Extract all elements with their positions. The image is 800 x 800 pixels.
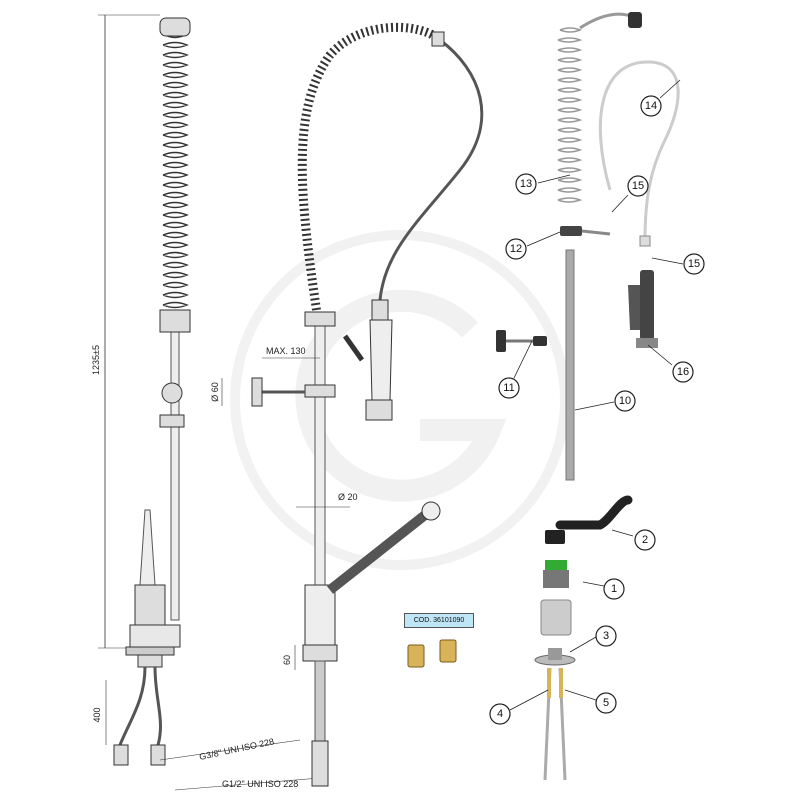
callout-3: 3: [595, 625, 617, 647]
hose-length-dimension: 400: [92, 707, 102, 722]
svg-text:10: 10: [619, 395, 631, 407]
callout-13: 13: [515, 173, 537, 195]
callout-leaders: [509, 79, 684, 711]
callout-16: 16: [672, 361, 694, 383]
svg-text:16: 16: [677, 366, 689, 378]
thread-leaders: [159, 739, 321, 791]
svg-text:2: 2: [642, 534, 648, 546]
front-view-faucet: [221, 22, 484, 787]
svg-text:5: 5: [603, 697, 609, 709]
brass-nipples: [407, 639, 457, 668]
bracket-diameter-dimension: Ø 60: [210, 382, 220, 402]
callout-5: 5: [595, 692, 617, 714]
watermark-logo: [230, 230, 570, 570]
svg-text:12: 12: [510, 243, 522, 255]
svg-text:4: 4: [497, 708, 503, 720]
callout-14: 14: [640, 95, 662, 117]
svg-text:15: 15: [632, 180, 644, 192]
svg-text:14: 14: [645, 100, 657, 112]
svg-text:13: 13: [520, 178, 532, 190]
thread-g38-label: G3/8" UNI ISO 228: [198, 736, 275, 762]
svg-text:15: 15: [688, 258, 700, 270]
pillar-diameter-dimension: Ø 20: [338, 492, 358, 502]
callout-4: 4: [489, 703, 511, 725]
callout-2: 2: [634, 529, 656, 551]
callout-10: 10: [614, 390, 636, 412]
side-view-faucet: [98, 14, 191, 766]
svg-text:1: 1: [611, 583, 617, 595]
callout-15a: 15: [627, 175, 649, 197]
max-reach-dimension: MAX. 130: [266, 346, 306, 356]
height-dimension: 1235±5: [91, 345, 101, 375]
thread-g12-label: G1/2" UNI ISO 228: [222, 779, 298, 789]
svg-text:11: 11: [503, 382, 514, 394]
base-height-dimension: 60: [282, 655, 292, 665]
exploded-parts: [496, 12, 680, 781]
callout-11: 11: [498, 377, 520, 399]
callout-1: 1: [603, 578, 625, 600]
svg-text:3: 3: [603, 630, 609, 642]
callout-12: 12: [505, 238, 527, 260]
callout-15b: 15: [683, 253, 705, 275]
code-label: COD. 36101090: [404, 613, 474, 628]
